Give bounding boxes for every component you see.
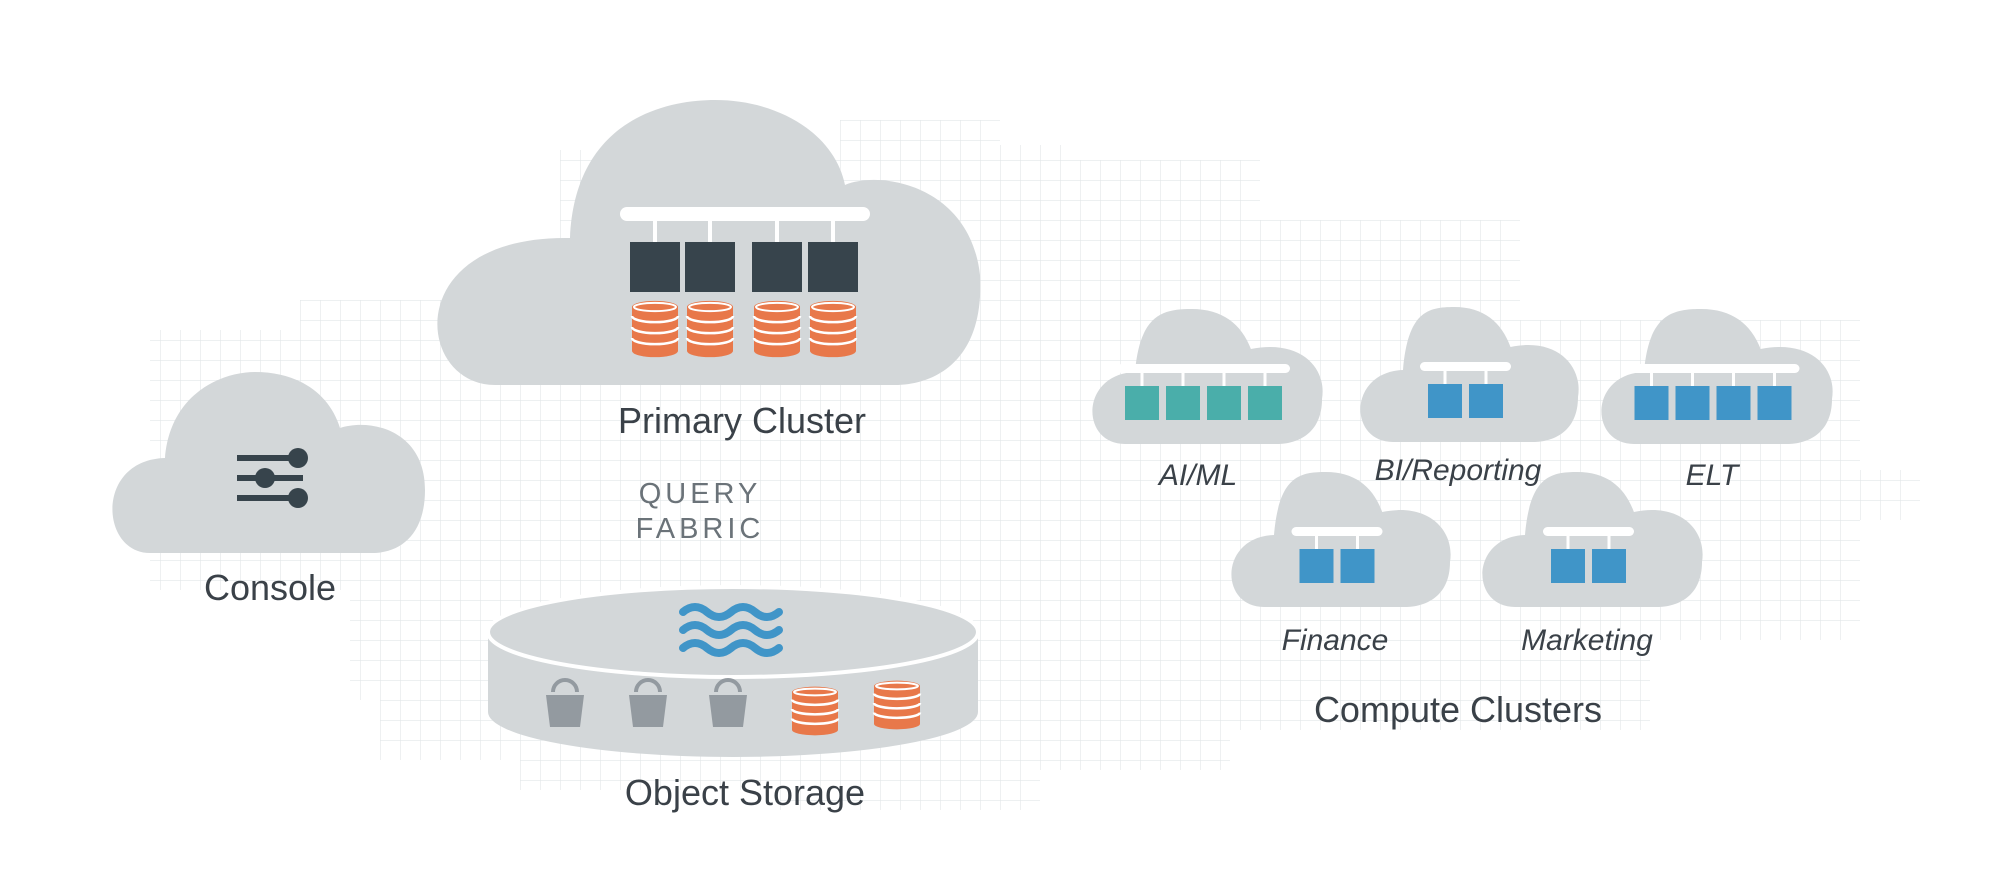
bucket-icon xyxy=(709,678,747,727)
cloud-shape xyxy=(1482,472,1703,607)
bi-reporting-cloud xyxy=(1360,307,1579,442)
server-icon xyxy=(752,242,802,292)
server-icon xyxy=(630,242,680,292)
cloud-shape xyxy=(1231,472,1451,607)
database-icon xyxy=(808,300,858,358)
cloud-shape xyxy=(1360,307,1579,442)
sliders-icon xyxy=(237,448,308,508)
node-bus xyxy=(1626,364,1800,373)
ai-ml-label: AI/ML xyxy=(1157,459,1237,492)
node-bus xyxy=(1291,527,1383,536)
object-storage-label: Object Storage xyxy=(625,772,865,813)
ai-ml-cloud xyxy=(1092,309,1323,444)
database-icon xyxy=(790,686,840,736)
finance-cloud xyxy=(1231,472,1451,607)
bucket-icon xyxy=(546,678,584,727)
database-icon xyxy=(752,300,802,358)
primary-cluster xyxy=(437,100,981,385)
query-fabric-line2: FABRIC xyxy=(636,513,765,545)
primary-bus xyxy=(620,207,870,221)
marketing-cloud xyxy=(1482,472,1703,607)
database-icon xyxy=(685,300,735,358)
compute-node-icon xyxy=(1166,386,1200,420)
bucket-icon xyxy=(629,678,667,727)
console-cloud xyxy=(112,372,425,553)
query-fabric-line1: QUERY xyxy=(639,478,762,510)
bi-reporting-label: BI/Reporting xyxy=(1375,454,1542,487)
compute-node-icon xyxy=(1207,386,1241,420)
console-label: Console xyxy=(204,567,336,608)
waves-icon xyxy=(679,603,783,657)
elt-label: ELT xyxy=(1686,459,1741,492)
compute-node-icon xyxy=(1299,549,1334,583)
server-icon xyxy=(685,242,735,292)
console-cloud-shape xyxy=(112,372,425,553)
compute-node-icon xyxy=(1592,549,1626,583)
database-icon xyxy=(630,300,680,358)
compute-node-icon xyxy=(1469,384,1503,418)
node-bus xyxy=(1420,362,1511,371)
compute-clusters-label: Compute Clusters xyxy=(1314,689,1602,730)
compute-node-icon xyxy=(1248,386,1282,420)
database-icon xyxy=(872,680,922,730)
object-storage xyxy=(486,585,980,757)
compute-node-icon xyxy=(1675,386,1710,420)
node-bus xyxy=(1543,527,1634,536)
elt-cloud xyxy=(1601,309,1833,444)
node-bus xyxy=(1117,364,1290,373)
finance-label: Finance xyxy=(1282,624,1389,657)
compute-node-icon xyxy=(1340,549,1375,583)
compute-node-icon xyxy=(1634,386,1669,420)
compute-node-icon xyxy=(1125,386,1159,420)
server-icon xyxy=(808,242,858,292)
compute-node-icon xyxy=(1551,549,1585,583)
marketing-label: Marketing xyxy=(1521,624,1653,657)
compute-node-icon xyxy=(1757,386,1792,420)
compute-node-icon xyxy=(1428,384,1462,418)
primary-node-links xyxy=(653,220,835,242)
primary-cluster-label: Primary Cluster xyxy=(618,400,866,441)
compute-node-icon xyxy=(1716,386,1751,420)
